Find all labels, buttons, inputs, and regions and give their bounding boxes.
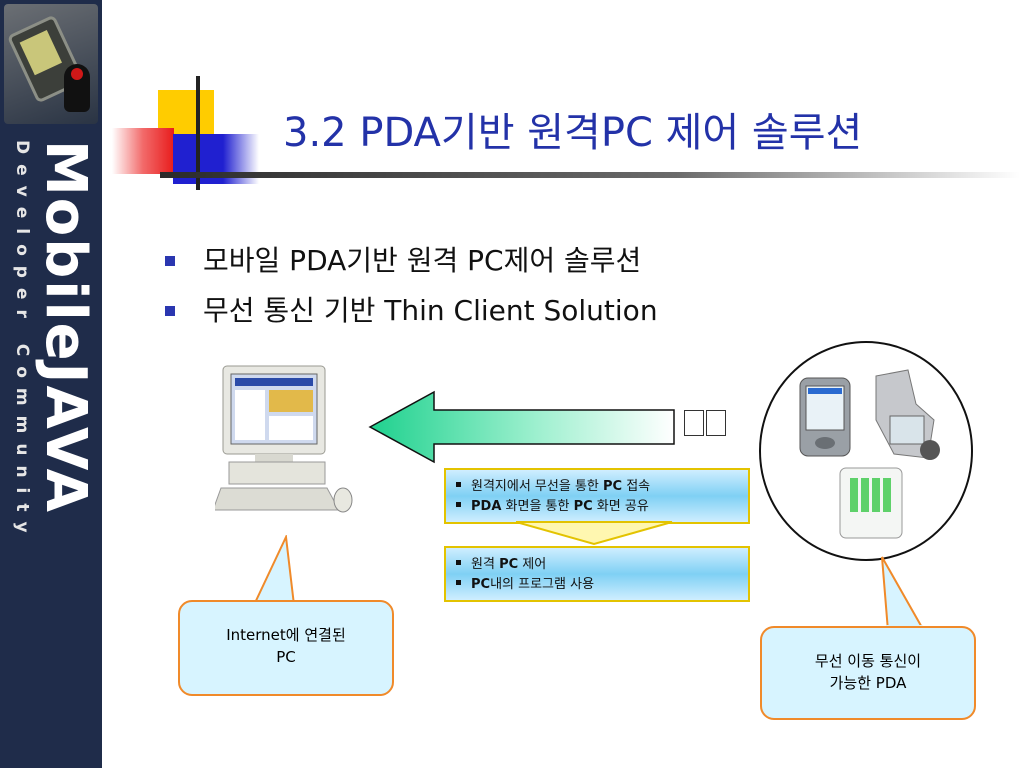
bullet-item: 모바일 PDA기반 원격 PC제어 솔루션 bbox=[165, 236, 658, 286]
feature-text: 원격 PC 제어 bbox=[471, 556, 547, 572]
brand-vertical: MobileJAVA Developer Community bbox=[6, 140, 98, 740]
callout-line: Internet에 연결된 bbox=[226, 626, 346, 644]
bullet-square-icon bbox=[165, 256, 175, 266]
arrow-left-icon bbox=[368, 390, 675, 464]
feature-line: PDA 화면을 통한 PC 화면 공유 bbox=[446, 494, 748, 514]
feature-line: PC내의 프로그램 사용 bbox=[446, 572, 748, 592]
computer-icon bbox=[215, 365, 353, 513]
pc-callout: Internet에 연결된 PC bbox=[178, 600, 394, 696]
callout-pointer-left bbox=[252, 535, 296, 607]
placeholder-glyph bbox=[684, 410, 704, 436]
placeholder-glyph bbox=[706, 410, 726, 436]
title-underline bbox=[160, 172, 1020, 178]
bullet-dot-icon bbox=[456, 501, 461, 507]
slide-title: 3.2 PDA기반 원격PC 제어 솔루션 bbox=[283, 110, 863, 156]
bullet-square-icon bbox=[165, 306, 175, 316]
arrow-down-icon bbox=[516, 521, 673, 546]
callout-line: 무선 이동 통신이 bbox=[814, 652, 922, 670]
brand-sidebar: MobileJAVA Developer Community bbox=[0, 0, 102, 768]
callout-line: PC bbox=[276, 648, 296, 666]
bullet-dot-icon bbox=[456, 559, 461, 565]
bullet-dot-icon bbox=[456, 579, 461, 585]
bullet-dot-icon bbox=[456, 481, 461, 487]
brand-subtext: Developer Community bbox=[12, 140, 32, 543]
feature-line: 원격 PC 제어 bbox=[446, 552, 748, 572]
bullet-text: 무선 통신 기반 Thin Client Solution bbox=[203, 294, 658, 327]
bullet-item: 무선 통신 기반 Thin Client Solution bbox=[165, 286, 658, 336]
callout-line: 가능한 PDA bbox=[829, 674, 907, 692]
feature-text: 원격지에서 무선을 통한 PC 접속 bbox=[471, 478, 651, 494]
feature-text: PC내의 프로그램 사용 bbox=[471, 576, 595, 592]
callout-pointer-right bbox=[881, 556, 926, 635]
feature-box-access: 원격지에서 무선을 통한 PC 접속 PDA 화면을 통한 PC 화면 공유 bbox=[444, 468, 750, 524]
deco-red-square bbox=[112, 128, 174, 174]
bullet-text: 모바일 PDA기반 원격 PC제어 솔루션 bbox=[203, 244, 642, 277]
feature-line: 원격지에서 무선을 통한 PC 접속 bbox=[446, 474, 748, 494]
pda-callout: 무선 이동 통신이 가능한 PDA bbox=[760, 626, 976, 720]
brand-text: MobileJAVA bbox=[33, 140, 98, 514]
pda-icon bbox=[759, 341, 973, 561]
duke-pda-logo-icon bbox=[4, 4, 98, 124]
feature-text: PDA 화면을 통한 PC 화면 공유 bbox=[471, 498, 649, 514]
feature-box-control: 원격 PC 제어 PC내의 프로그램 사용 bbox=[444, 546, 750, 602]
deco-vertical-line bbox=[196, 76, 200, 190]
bullet-list: 모바일 PDA기반 원격 PC제어 솔루션 무선 통신 기반 Thin Clie… bbox=[165, 236, 658, 336]
